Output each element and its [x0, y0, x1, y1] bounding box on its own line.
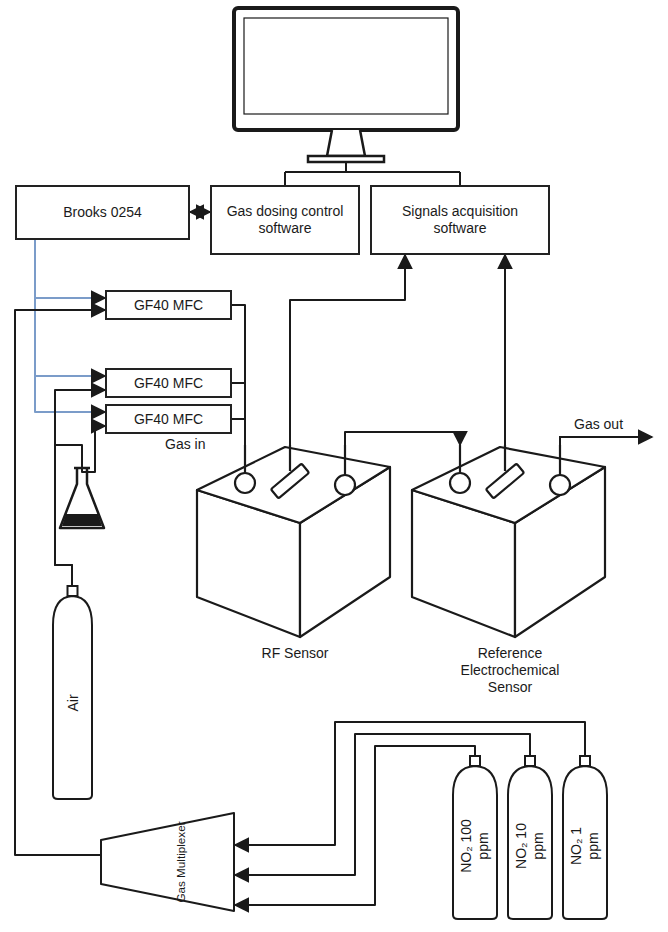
sensor-caption-holder: RF Sensor [195, 645, 395, 662]
cylinder-label: NO₂ 10 ppm [513, 813, 547, 879]
sensor-chamber: Reference Electrochemical Sensor [410, 445, 610, 700]
process-box: Brooks 0254 [15, 185, 190, 240]
port-label: Gas in [163, 436, 207, 452]
gas-cylinder: NO₂ 100 ppm [450, 755, 500, 920]
gas-or-signal-line [504, 255, 506, 445]
process-box: Gas dosing control software [210, 185, 360, 255]
sensor-caption-holder: Reference Electrochemical Sensor [410, 645, 610, 695]
cylinder-label: NO₂ 1 ppm [568, 813, 602, 879]
gas-or-signal-line [190, 211, 210, 213]
gas-multiplexer: Gas Multiplexer [100, 812, 235, 912]
gas-or-signal-line [15, 310, 105, 855]
cylinder-outline [50, 585, 95, 800]
process-box: GF40 MFC [105, 368, 232, 398]
gas-or-signal-line [232, 305, 245, 445]
multiplexer-label: Gas Multiplexer [174, 820, 188, 904]
gas-cylinder: Air [50, 585, 95, 800]
gas-or-signal-line [55, 390, 105, 585]
sensor-label: Reference Electrochemical Sensor [440, 645, 580, 695]
monitor-cable [285, 162, 460, 185]
box-label: Brooks 0254 [63, 204, 142, 221]
process-box: GF40 MFC [105, 404, 232, 434]
port-label: Gas out [572, 416, 625, 432]
gas-cylinder: NO₂ 1 ppm [560, 755, 610, 920]
cylinder-label: NO₂ 100 ppm [458, 813, 492, 879]
sensor-outline [195, 445, 395, 640]
sensor-label: RF Sensor [262, 645, 329, 662]
cylinder-label: Air [64, 670, 81, 736]
gas-or-signal-line [290, 255, 405, 445]
box-label: GF40 MFC [134, 375, 203, 392]
gas-or-signal-line [345, 432, 460, 445]
process-box: GF40 MFC [105, 290, 232, 320]
gas-or-signal-line [35, 240, 105, 376]
monitor [234, 8, 458, 162]
gas-or-signal-line [55, 426, 105, 585]
process-box: Signals acquisition software [370, 185, 550, 255]
box-label: GF40 MFC [134, 297, 203, 314]
sensor-outline [410, 445, 610, 640]
bubbler-flask [60, 468, 104, 528]
gas-or-signal-line [232, 383, 245, 445]
sensor-chamber: RF Sensor [195, 445, 395, 700]
multiplexer-outline [100, 812, 235, 912]
box-label: Signals acquisition software [378, 203, 542, 237]
gas-out-line [560, 437, 652, 445]
box-label: Gas dosing control software [218, 203, 352, 237]
box-label: GF40 MFC [134, 411, 203, 428]
gas-or-signal-line [35, 240, 105, 412]
gas-or-signal-line [35, 240, 105, 298]
gas-cylinder: NO₂ 10 ppm [505, 755, 555, 920]
gas-or-signal-line [232, 419, 245, 445]
